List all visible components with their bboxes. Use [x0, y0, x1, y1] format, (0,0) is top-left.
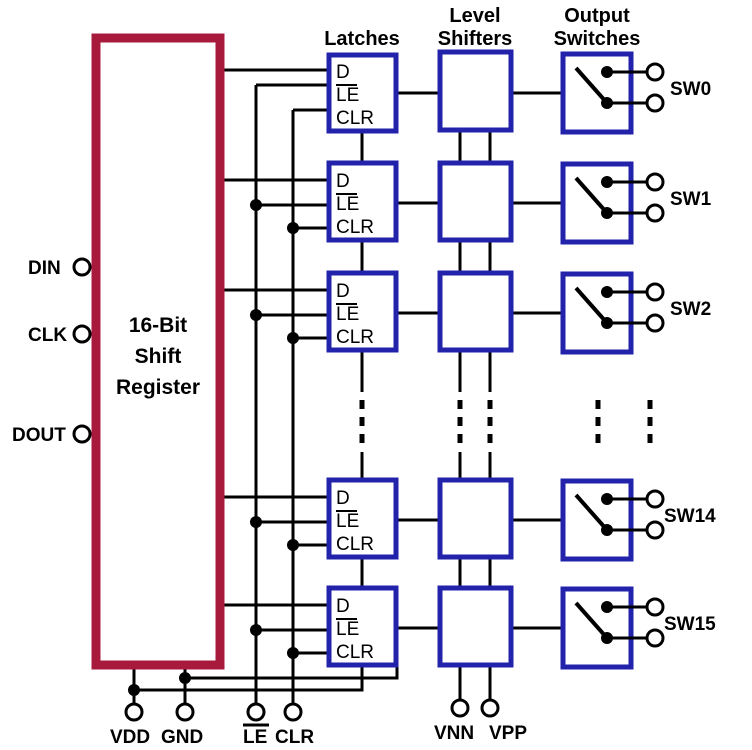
- latch-box[interactable]: [326, 160, 399, 243]
- latch-pin-le: LE: [336, 304, 359, 325]
- junction-clr-row2: [287, 332, 299, 344]
- pin-terminal-vpp[interactable]: [480, 698, 500, 718]
- latch-pin-clr: CLR: [336, 108, 374, 129]
- wire-latch-vdd-rail: [134, 665, 364, 692]
- junction-dots: [128, 199, 299, 696]
- level-shifter-box[interactable]: [437, 477, 514, 560]
- latch-pin-le: LE: [336, 511, 359, 532]
- shift-register-label-line1: 16-Bit: [129, 314, 187, 337]
- level-shifter-box[interactable]: [437, 270, 514, 353]
- pin-terminal-vdd[interactable]: [124, 702, 144, 722]
- latch-pin-d: D: [336, 488, 350, 509]
- latch-column: D LE CLR D LE CLR D LE CLR D LE CLR D: [326, 52, 399, 668]
- shift-register-block[interactable]: [91, 33, 225, 670]
- pin-label-dout: DOUT: [12, 425, 66, 446]
- junction-clr-row3: [287, 539, 299, 551]
- pin-label-gnd: GND: [161, 727, 203, 748]
- latch-pin-d: D: [336, 596, 350, 617]
- wire-layer: [82, 68, 563, 712]
- level-shifter-column: [437, 49, 514, 668]
- level-shifter-box[interactable]: [437, 585, 514, 668]
- switch-label: SW0: [670, 79, 711, 100]
- pin-terminal-gnd[interactable]: [175, 702, 195, 722]
- latch-pin-clr: CLR: [336, 327, 374, 348]
- pin-terminal-clk[interactable]: [72, 324, 92, 344]
- header-level-shifters-line2: Shifters: [438, 28, 512, 50]
- level-shifter-box[interactable]: [437, 49, 514, 133]
- wire-latch-gnd-rail: [185, 665, 399, 680]
- switch-blade[interactable]: [574, 66, 609, 105]
- latch-pin-clr: CLR: [336, 642, 374, 663]
- pin-label-vpp: VPP: [489, 723, 527, 744]
- latch-pin-le: LE: [336, 194, 359, 215]
- latch-box[interactable]: [326, 477, 399, 560]
- switch-terminal-b[interactable]: [645, 313, 665, 333]
- latch-pin-d: D: [336, 281, 350, 302]
- pin-label-clk: CLK: [28, 325, 67, 346]
- level-shifter-box[interactable]: [437, 160, 514, 243]
- switch-label: SW2: [670, 299, 711, 320]
- latch-box[interactable]: [326, 270, 399, 353]
- junction-clr-row1: [287, 222, 299, 234]
- junction-le-row3: [250, 516, 262, 528]
- switch-terminal-b[interactable]: [645, 203, 665, 223]
- switch-blade[interactable]: [574, 493, 609, 532]
- switch-terminal-a[interactable]: [645, 62, 665, 82]
- latch-pin-clr: CLR: [336, 534, 374, 555]
- pin-label-din: DIN: [28, 258, 61, 279]
- junction-gnd-rail: [179, 672, 191, 684]
- output-switch-box[interactable]: [560, 478, 634, 562]
- pin-label-vdd: VDD: [110, 727, 150, 748]
- junction-vdd-rail: [128, 684, 140, 696]
- latch-pin-clr: CLR: [336, 217, 374, 238]
- switch-terminal-a[interactable]: [645, 489, 665, 509]
- switch-label: SW1: [670, 189, 712, 210]
- pin-label-clr: CLR: [275, 727, 314, 748]
- bottom-pin-group: VDD GND LE CLR VNN VPP: [110, 698, 527, 748]
- shift-register-label-line2: Shift: [135, 345, 182, 368]
- switch-terminal-a[interactable]: [645, 282, 665, 302]
- switch-blade[interactable]: [574, 286, 609, 325]
- pin-label-le: LE: [243, 727, 267, 748]
- switch-terminal-b[interactable]: [645, 93, 665, 113]
- ellipsis-group: [359, 400, 653, 443]
- switch-blade[interactable]: [574, 176, 609, 215]
- junction-le-row2: [250, 309, 262, 321]
- junction-clr-row4: [287, 647, 299, 659]
- latch-box[interactable]: [326, 585, 399, 668]
- pin-label-vnn: VNN: [434, 723, 474, 744]
- header-latches: Latches: [324, 28, 400, 50]
- shift-register-label-line3: Register: [116, 376, 200, 399]
- switch-terminal-b[interactable]: [645, 520, 665, 540]
- junction-le-row4: [250, 624, 262, 636]
- switch-label: SW14: [664, 506, 716, 527]
- switch-terminal-a[interactable]: [645, 172, 665, 192]
- latch-box[interactable]: [326, 52, 399, 134]
- latch-pin-d: D: [336, 62, 350, 83]
- pin-terminal-le[interactable]: [246, 702, 266, 722]
- header-level-shifters-line1: Level: [449, 5, 500, 27]
- header-output-switches-line1: Output: [564, 5, 630, 27]
- latch-pin-d: D: [336, 171, 350, 192]
- pin-terminal-din[interactable]: [72, 257, 92, 277]
- switch-terminal-b[interactable]: [645, 628, 665, 648]
- output-switch-box[interactable]: [560, 51, 634, 135]
- switch-blade[interactable]: [574, 601, 609, 640]
- junction-le-row1: [250, 199, 262, 211]
- switch-label: SW15: [664, 614, 716, 635]
- input-pin-group: DIN CLK DOUT: [12, 257, 92, 446]
- pin-terminal-vnn[interactable]: [450, 698, 470, 718]
- header-output-switches-line2: Switches: [554, 28, 641, 50]
- pin-terminal-dout[interactable]: [72, 424, 92, 444]
- switch-terminal-a[interactable]: [645, 597, 665, 617]
- latch-pin-le: LE: [336, 619, 359, 640]
- output-switch-column: SW0 SW1 SW2: [560, 51, 716, 670]
- pin-terminal-clr[interactable]: [283, 702, 303, 722]
- latch-pin-le: LE: [336, 85, 359, 106]
